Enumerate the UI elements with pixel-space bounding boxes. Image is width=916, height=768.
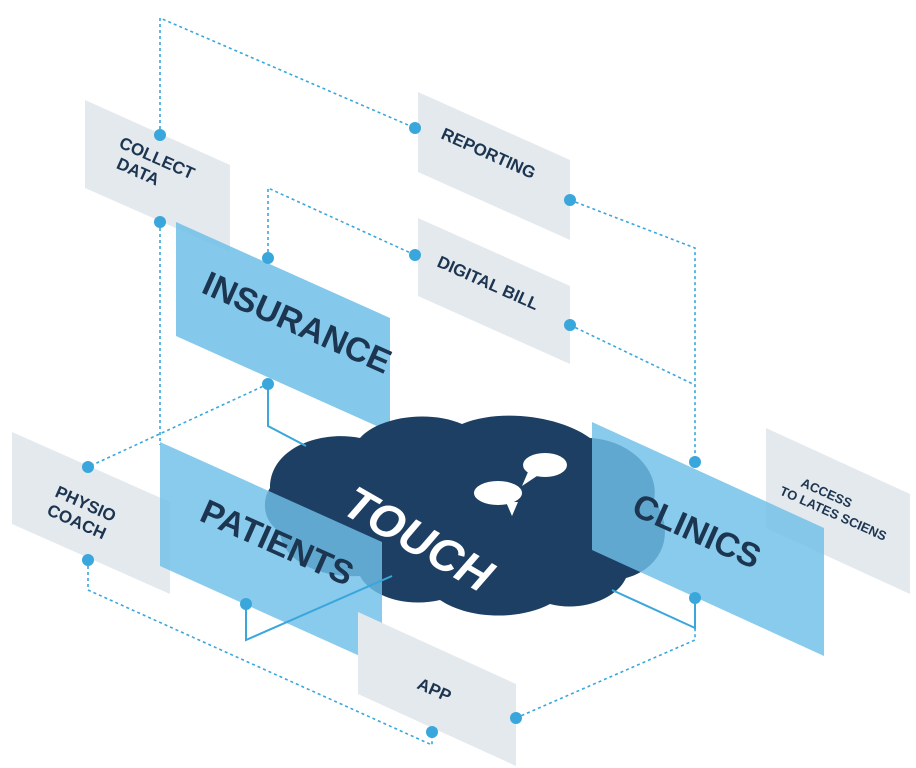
collect-data-panel: COLLECT DATA — [85, 100, 230, 252]
connector-app-clinics — [515, 600, 696, 719]
clinics-card — [592, 422, 824, 656]
solid-connectors — [245, 384, 696, 642]
reporting-card — [418, 92, 570, 240]
dot-physio-bottom — [82, 554, 94, 566]
insurance-card — [176, 222, 390, 432]
dot-collect-bottom — [154, 216, 166, 228]
connector-insurance-digitalbill — [267, 186, 416, 258]
access-card — [766, 428, 910, 594]
dot-patients-bottom — [240, 598, 252, 610]
connector-dots — [82, 122, 701, 738]
connector-collect-reporting — [159, 16, 416, 135]
digital-bill-card — [418, 218, 570, 364]
dot-insurance-top — [262, 252, 274, 264]
connector-physio-app — [87, 560, 433, 747]
dot-app-right — [510, 712, 522, 724]
digital-bill-panel: DIGITAL BILL — [418, 218, 570, 364]
patients-panel: PATIENTS — [160, 442, 382, 666]
dot-digitalbill-right — [564, 319, 576, 331]
dot-reporting-right — [564, 194, 576, 206]
app-card — [358, 612, 516, 766]
connector-digitalbill-clinics — [569, 324, 696, 386]
physio-coach-panel: PHYSIO COACH — [12, 432, 170, 594]
dot-clinics-top — [689, 456, 701, 468]
dot-reporting-left — [409, 122, 421, 134]
access-panel: ACCESS TO LATES SCIENS — [766, 428, 910, 594]
dot-physio-top — [82, 461, 94, 473]
dot-clinics-bottom — [689, 592, 701, 604]
insurance-panel: INSURANCE — [176, 222, 397, 432]
clinics-panel: CLINICS — [592, 422, 824, 656]
connector-insurance-cloud — [267, 384, 307, 447]
connector-clinics-cloud — [611, 589, 696, 630]
app-panel: APP — [358, 612, 516, 766]
dot-digitalbill-left — [409, 249, 421, 261]
connector-patients-cloud — [245, 575, 393, 642]
chat-bubbles-icon — [474, 453, 567, 516]
patients-card — [160, 442, 382, 666]
physio-coach-card — [12, 432, 170, 594]
dot-collect-top — [154, 129, 166, 141]
collect-data-card — [85, 100, 230, 252]
dot-app-bottom — [426, 726, 438, 738]
connector-reporting-clinics — [569, 199, 696, 462]
reporting-panel: REPORTING — [418, 92, 570, 240]
connector-lines — [87, 16, 696, 747]
dot-insurance-bottom — [262, 378, 274, 390]
